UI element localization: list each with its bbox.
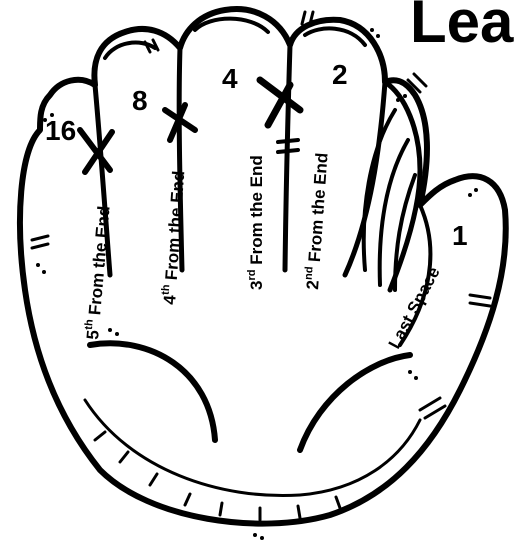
finger-number-4: 4 — [222, 63, 238, 94]
finger-number-2: 2 — [332, 59, 348, 90]
finger-number-8: 8 — [132, 85, 148, 116]
suffix-3: rd — [246, 270, 258, 281]
x-mark-3 — [260, 80, 300, 125]
finger-number-16: 16 — [45, 115, 76, 146]
label-text-3: From the End — [247, 155, 266, 265]
label-text-2: From the End — [305, 152, 332, 263]
thumb-number-1: 1 — [452, 220, 468, 251]
finger-line-3 — [285, 45, 290, 270]
heel-line — [85, 400, 420, 496]
x-mark-1 — [80, 130, 112, 172]
ordinal-3: 3 — [247, 281, 266, 290]
suffix-2: nd — [303, 266, 316, 280]
finger-label-3rd: 3rd From the End — [246, 155, 266, 290]
finger-label-2nd: 2nd From the End — [302, 152, 332, 290]
finger-tip-back-2 — [195, 19, 268, 32]
palm-curve-right — [300, 355, 410, 450]
label-text-4: From the End — [162, 170, 189, 281]
palm-curve-left — [90, 343, 215, 440]
finger-label-4th: 4th From the End — [159, 170, 188, 305]
finger-tip-back-3 — [305, 28, 365, 45]
